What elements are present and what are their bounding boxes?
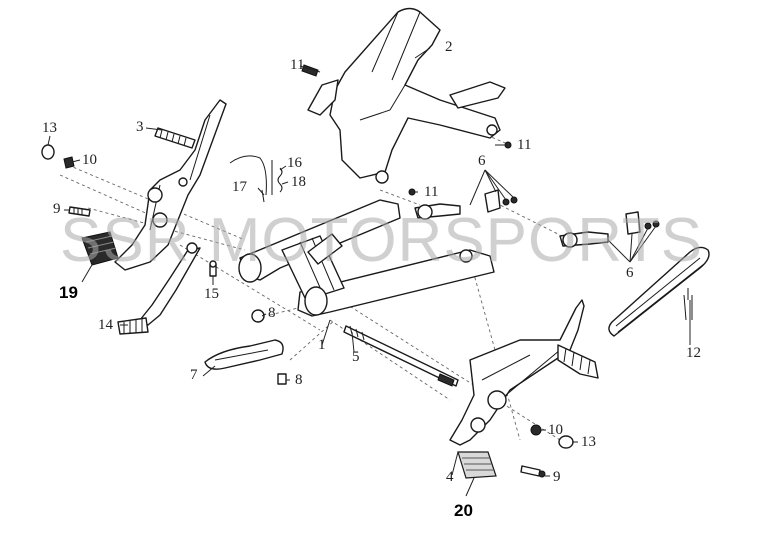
left-footpeg-bracket-part xyxy=(114,99,227,271)
callout-19: 19 xyxy=(59,283,78,302)
rear-fender-part xyxy=(307,7,506,184)
swingarm-part xyxy=(238,199,495,317)
brake-pedal-part xyxy=(117,242,201,335)
callout-13-left: 13 xyxy=(42,120,57,136)
callout-11-right: 11 xyxy=(517,137,532,153)
callout-8-upper: 8 xyxy=(268,305,276,321)
callout-11-top: 11 xyxy=(290,57,305,73)
callout-6-upper: 6 xyxy=(478,153,486,169)
watermark-text: SSR MOTORSPORTS xyxy=(60,206,704,275)
callout-10-left: 10 xyxy=(82,152,97,168)
left-footpeg-rubber-part xyxy=(81,231,119,266)
callout-1: 1 xyxy=(318,337,326,353)
chain-slider-part xyxy=(204,309,287,385)
callout-6-lower: 6 xyxy=(626,265,634,281)
callout-12: 12 xyxy=(686,345,701,361)
callout-10-right: 10 xyxy=(548,422,563,438)
callout-9-left: 9 xyxy=(53,201,61,217)
callout-15: 15 xyxy=(204,286,219,302)
spring-pin-parts xyxy=(229,155,283,203)
callout-20: 20 xyxy=(454,501,473,520)
callout-2: 2 xyxy=(445,39,453,55)
callout-5: 5 xyxy=(352,349,360,365)
callout-8-lower: 8 xyxy=(295,372,303,388)
right-footpeg-bracket-part xyxy=(449,299,599,478)
right-footpeg-rubber-part xyxy=(457,451,497,479)
callout-17: 17 xyxy=(232,179,247,195)
callout-18: 18 xyxy=(291,174,306,190)
callout-7: 7 xyxy=(190,367,198,383)
rear-axle-part xyxy=(343,325,459,387)
callout-14: 14 xyxy=(98,317,113,333)
drive-chain-part xyxy=(608,246,710,337)
callout-13-right: 13 xyxy=(581,434,596,450)
callout-16: 16 xyxy=(287,155,302,171)
callout-leader-lines xyxy=(47,47,691,497)
callout-3: 3 xyxy=(136,119,144,135)
left-fasteners xyxy=(41,144,217,277)
callout-11-middle: 11 xyxy=(424,184,439,200)
callout-4: 4 xyxy=(446,469,454,485)
callout-9-right: 9 xyxy=(553,469,561,485)
chain-adjuster-parts xyxy=(414,189,660,248)
